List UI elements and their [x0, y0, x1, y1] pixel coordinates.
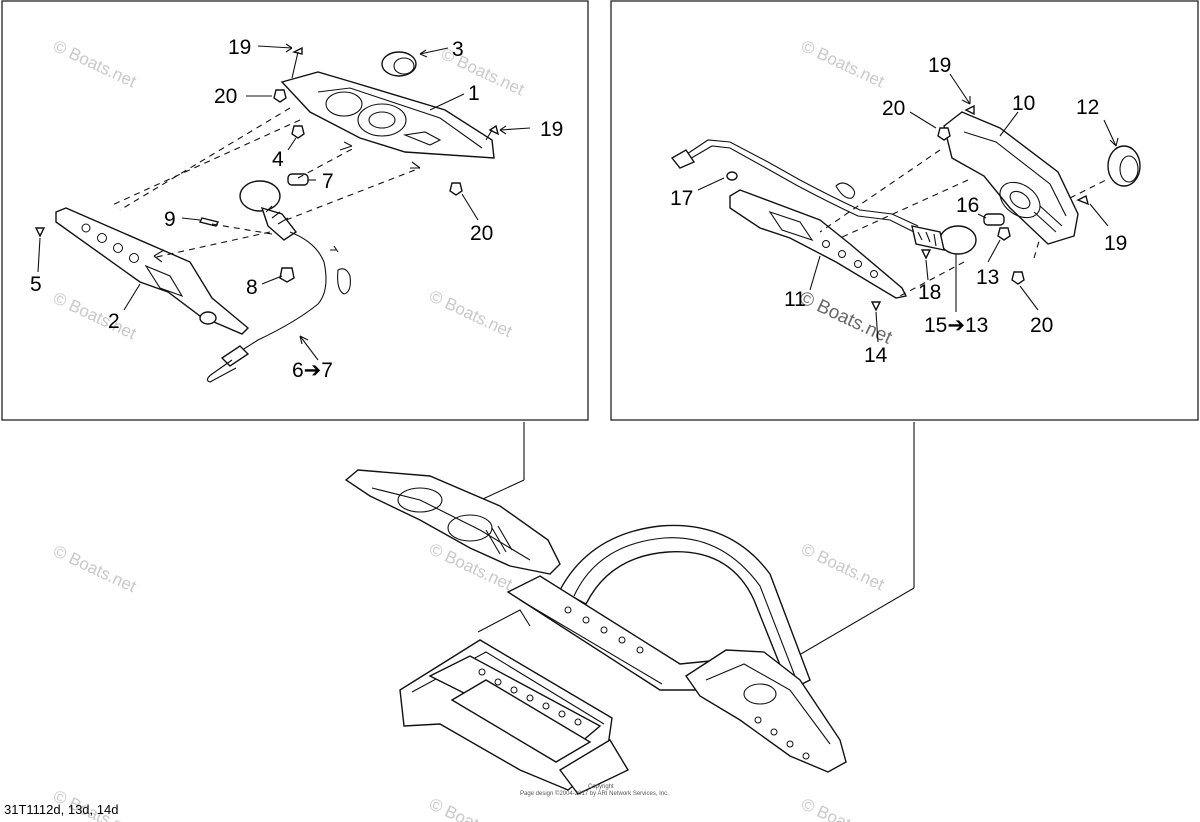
right-callouts: 19 20 10 12 17 16 19 13 18 11 15➔13 20 1… — [670, 54, 1127, 367]
callout-label: 18 — [918, 281, 941, 304]
callout-label: 19 — [228, 36, 251, 59]
watermark: © Boats.net — [798, 794, 887, 822]
callout-label: 12 — [1076, 96, 1099, 119]
callout-label: 5 — [30, 273, 42, 296]
left-panel-frame — [1, 0, 589, 421]
right-assembly-drawing — [670, 73, 1141, 343]
callout-label: 20 — [214, 85, 237, 108]
callout-label: 20 — [882, 97, 905, 120]
drawing-code: 31T1112d, 13d, 14d — [4, 802, 118, 817]
callout-label: 13 — [976, 266, 999, 289]
callout-label: 15➔13 — [924, 314, 988, 337]
callout-label: 7 — [322, 170, 334, 193]
callout-label: 20 — [1030, 314, 1053, 337]
callout-label: 9 — [164, 208, 176, 231]
copyright-label: Copyright — [588, 784, 614, 790]
callout-label: 11 — [784, 288, 806, 311]
left-assembly-drawing — [34, 43, 531, 383]
callout-label: 8 — [246, 276, 258, 299]
callout-label: 19 — [928, 54, 951, 77]
watermark: © Boats.net — [796, 287, 896, 348]
watermark: © Boats.net — [798, 539, 887, 594]
callout-label: 19 — [540, 118, 563, 141]
vehicle-rack-drawing — [344, 422, 915, 795]
callout-label: 14 — [864, 344, 888, 367]
callout-label: 19 — [1104, 232, 1127, 255]
callout-label: 3 — [452, 38, 464, 61]
callout-label: 16 — [956, 194, 979, 217]
left-callouts: 19 3 20 1 19 4 7 9 20 5 8 2 6➔7 — [30, 36, 563, 382]
callout-label: 1 — [468, 82, 480, 105]
callout-label: 20 — [470, 222, 493, 245]
callout-label: 17 — [670, 187, 693, 210]
watermark: © Boats.net — [426, 286, 515, 341]
callout-label: 4 — [272, 148, 284, 171]
watermark: © Boats.net — [798, 36, 887, 91]
watermark: © Boats.net — [50, 541, 139, 596]
callout-label: 6➔7 — [292, 359, 333, 382]
right-panel-frame — [610, 0, 1199, 421]
watermark: © Boats.net — [50, 36, 139, 91]
watermark: © Boats.net — [50, 288, 139, 343]
callout-label: 2 — [108, 310, 120, 333]
callout-label: 10 — [1012, 92, 1035, 115]
copyright-notice: Page design ©2004-2017 by ARI Network Se… — [520, 790, 669, 797]
watermark: © Boats.net — [426, 794, 515, 822]
